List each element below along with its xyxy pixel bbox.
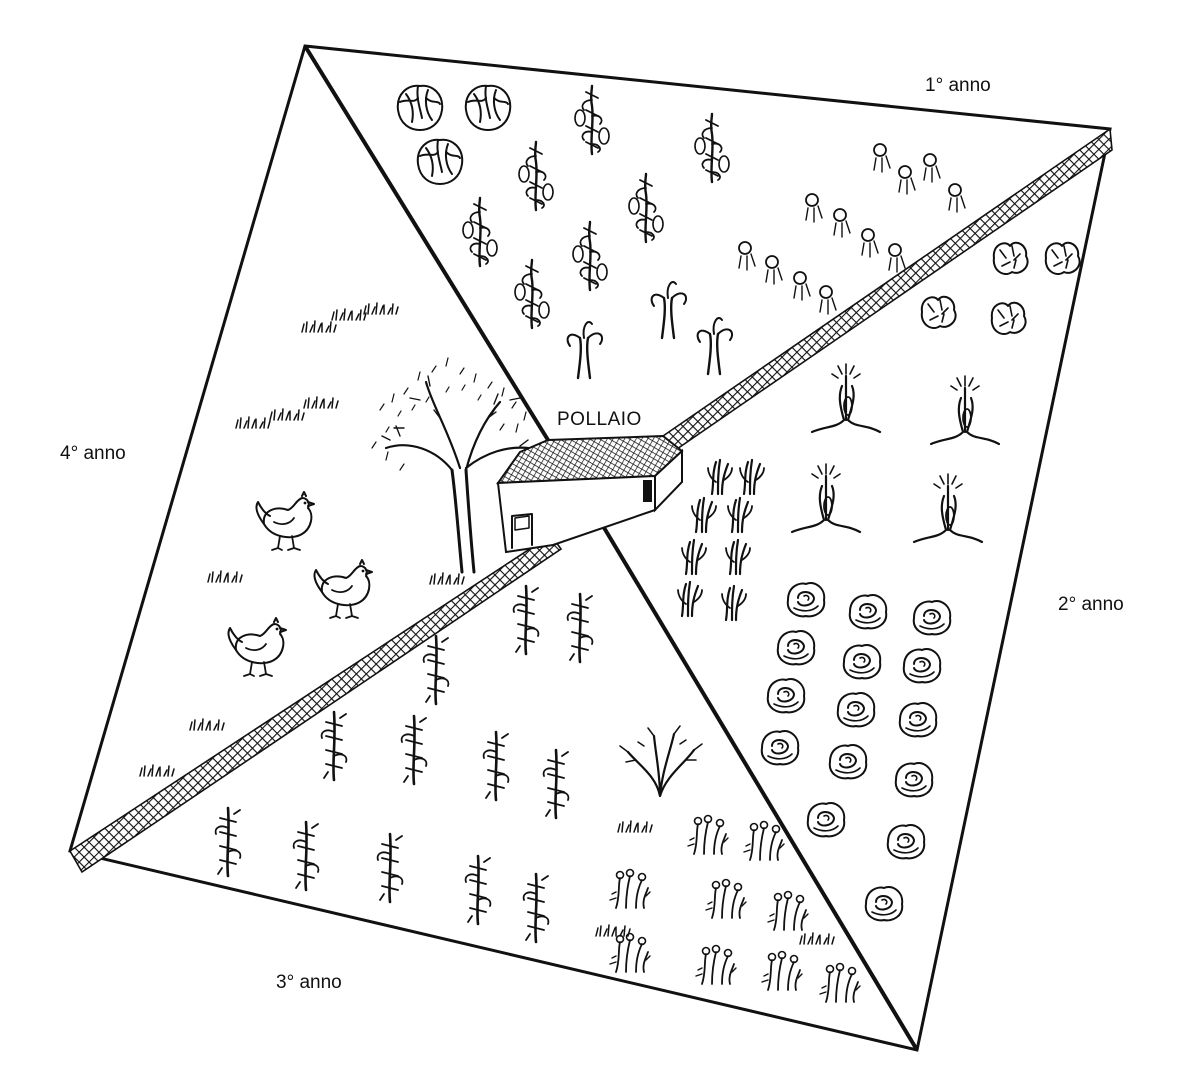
label-year-4: 4° anno	[60, 443, 126, 464]
quadrant-4-plants	[139, 302, 530, 777]
label-year-2: 2° anno	[1058, 594, 1124, 615]
divider-south-east	[601, 524, 919, 1052]
label-year-3: 3° anno	[276, 972, 342, 993]
divider-north-west	[303, 44, 550, 442]
hen-house	[496, 434, 684, 554]
label-year-1: 1° anno	[925, 75, 991, 96]
label-pollaio: POLLAIO	[557, 409, 642, 430]
quadrant-3-plants	[214, 584, 861, 1003]
tree-icon	[371, 357, 530, 574]
